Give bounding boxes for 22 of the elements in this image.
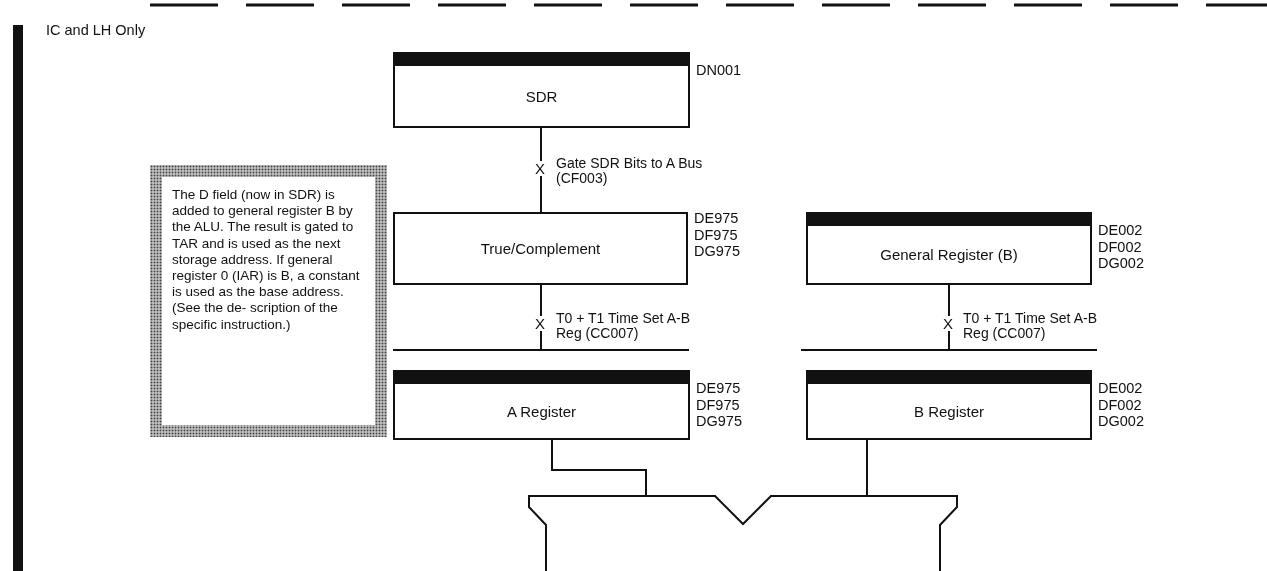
edge-label: Gate SDR Bits to A Bus (CF003) — [556, 156, 704, 187]
diagram-code: DE975 DF975 DG975 — [694, 210, 740, 260]
register-name: B Register — [914, 402, 984, 420]
diagram-code: DE002 DF002 DG002 — [1098, 222, 1144, 272]
gate-mark: X — [534, 161, 546, 176]
diagram-code: DE975 DF975 DG975 — [696, 380, 742, 430]
note-text: The D field (now in SDR) is added to general register B by the ALU. The result is gated to TAR and is used as the next storage address. If general register 0 (IAR) is B, a constant is used as the base address. (See the de- scription of the specific instruction.) — [172, 187, 361, 333]
register-name: A Register — [506, 402, 577, 420]
edge-label: T0 + T1 Time Set A-B Reg (CC007) — [556, 311, 691, 342]
diagram-code: DE002 DF002 DG002 — [1098, 380, 1144, 430]
section-note: IC and LH Only — [46, 22, 146, 38]
connector-line — [866, 439, 868, 497]
register-name: General Register (B) — [880, 246, 1018, 263]
register-name: True/Complement — [480, 240, 601, 257]
note-panel — [150, 165, 387, 437]
gate-mark: X — [534, 316, 546, 331]
connector-line — [540, 127, 542, 213]
gate-mark: X — [942, 316, 954, 331]
connector-line — [551, 439, 647, 497]
diagram-code: DN001 — [696, 62, 742, 79]
edge-label: T0 + T1 Time Set A-B Reg (CC007) — [963, 311, 1098, 342]
register-name: SDR — [525, 87, 558, 105]
